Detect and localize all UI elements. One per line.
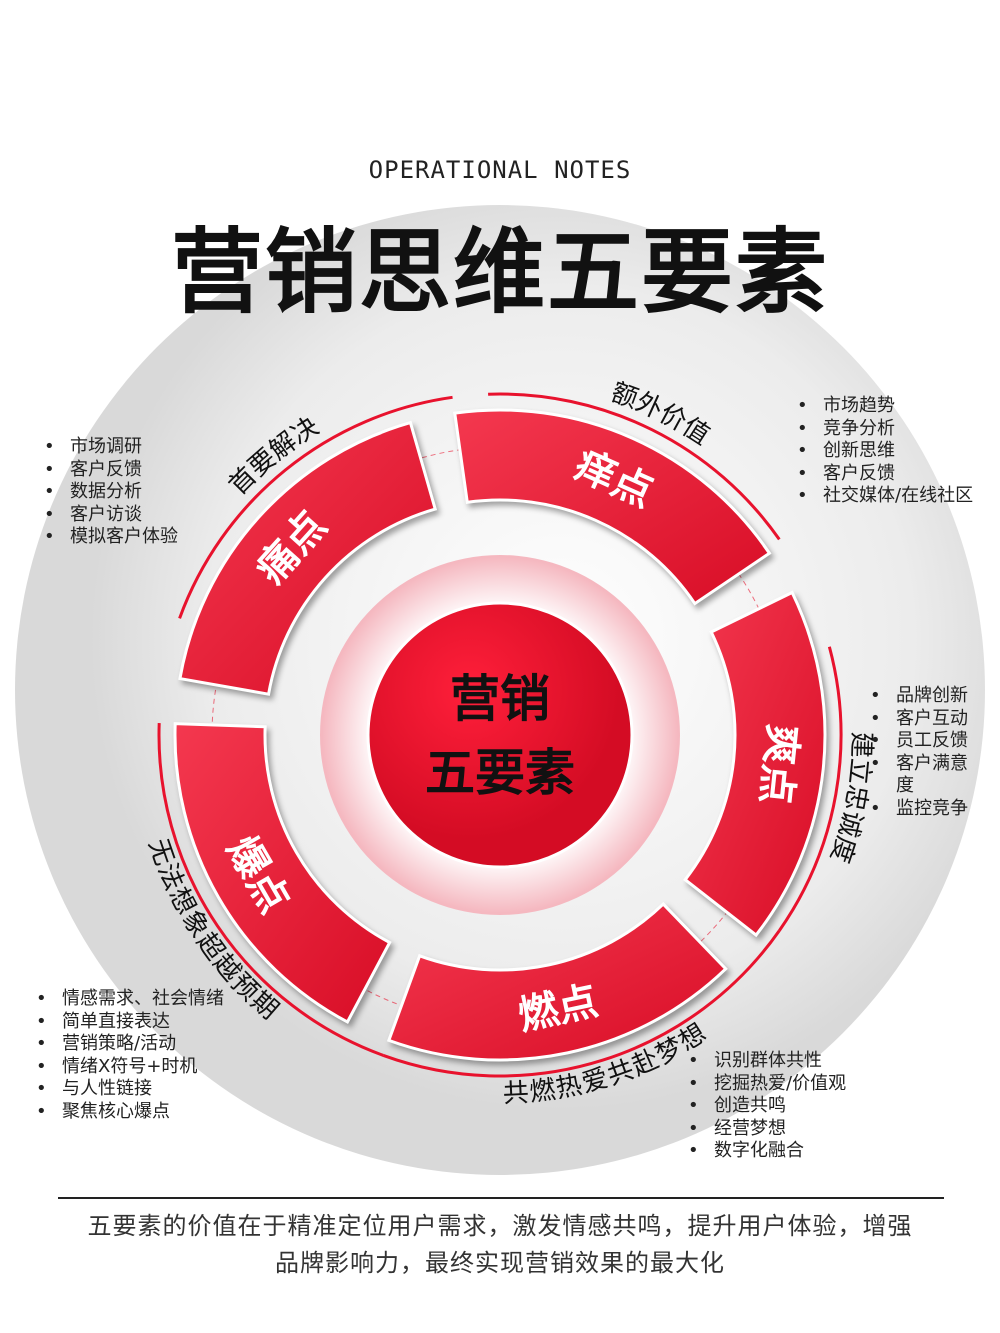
- note-item: 市场趋势: [797, 395, 973, 418]
- note-item: 聚焦核心爆点: [36, 1101, 224, 1124]
- note-item: 情绪X符号+时机: [36, 1056, 224, 1079]
- note-item: 经营梦想: [688, 1118, 846, 1141]
- note-item: 市场调研: [44, 436, 178, 459]
- note-item: 客户反馈: [797, 463, 973, 486]
- note-item: 数字化融合: [688, 1140, 846, 1163]
- summary-line-2: 品牌影响力，最终实现营销效果的最大化: [275, 1249, 725, 1277]
- note-item: 与人性链接: [36, 1078, 224, 1101]
- note-item: 创新思维: [797, 440, 973, 463]
- notes-ignite-point: 识别群体共性 挖掘热爱/价值观 创造共鸣 经营梦想 数字化融合: [688, 1050, 846, 1163]
- note-item: 数据分析: [44, 481, 178, 504]
- note-item: 创造共鸣: [688, 1095, 846, 1118]
- notes-explosive-point: 情感需求、社会情绪 简单直接表达 营销策略/活动 情绪X符号+时机 与人性链接 …: [36, 988, 224, 1123]
- note-item: 模拟客户体验: [44, 526, 178, 549]
- page-title: 营销思维五要素: [170, 219, 829, 326]
- arc-line-explosive: [157, 723, 384, 1057]
- summary-line-1: 五要素的价值在于精准定位用户需求，激发情感共鸣，提升用户体验，增强: [87, 1212, 913, 1240]
- arc-line-pain: [178, 395, 453, 619]
- note-item: 品牌创新: [870, 685, 980, 708]
- segment-itch: [453, 408, 772, 606]
- segment-ignite: [386, 901, 728, 1062]
- note-item: 监控竞争: [870, 798, 980, 821]
- divider: [58, 1197, 944, 1199]
- note-item: 客户互动: [870, 708, 980, 731]
- arc-line-delight: [778, 646, 843, 932]
- notes-pain-point: 市场调研 客户反馈 数据分析 客户访谈 模拟客户体验: [44, 436, 178, 549]
- notes-delight-point: 品牌创新 客户互动 员工反馈 客户满意度 监控竞争: [870, 685, 980, 820]
- arc-line-itch: [488, 392, 781, 541]
- subtitle: OPERATIONAL NOTES: [368, 156, 632, 184]
- notes-itch-point: 市场趋势 竞争分析 创新思维 客户反馈 社交媒体/在线社区: [797, 395, 973, 508]
- note-item: 情感需求、社会情绪: [36, 988, 224, 1011]
- note-item: 竞争分析: [797, 418, 973, 441]
- note-item: 营销策略/活动: [36, 1033, 224, 1056]
- note-item: 客户满意度: [870, 753, 980, 798]
- segment-explosive: [173, 722, 392, 1024]
- segment-pain: [178, 420, 438, 696]
- note-item: 客户反馈: [44, 459, 178, 482]
- arc-line-ignite: [382, 929, 781, 1078]
- note-item: 挖掘热爱/价值观: [688, 1073, 846, 1096]
- note-item: 简单直接表达: [36, 1011, 224, 1034]
- segment-delight: [683, 590, 827, 938]
- note-item: 识别群体共性: [688, 1050, 846, 1073]
- summary: 五要素的价值在于精准定位用户需求，激发情感共鸣，提升用户体验，增强 品牌影响力，…: [40, 1208, 960, 1282]
- note-item: 客户访谈: [44, 504, 178, 527]
- note-item: 社交媒体/在线社区: [797, 485, 973, 508]
- center-core: [366, 601, 634, 869]
- center-title-line2: 五要素: [425, 744, 575, 802]
- center-title-line1: 营销: [450, 670, 550, 728]
- segment-label-delight: 爽点: [751, 722, 805, 806]
- note-item: 员工反馈: [870, 730, 980, 753]
